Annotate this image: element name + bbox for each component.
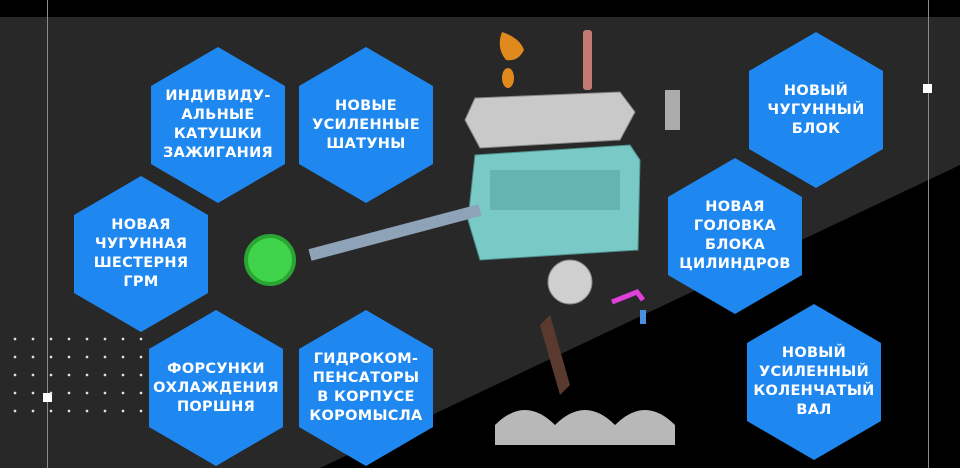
feature-label: НОВЫЙ ЧУГУННЫЙ БЛОК [767, 82, 865, 137]
feature-label: ИНДИВИДУ- АЛЬНЫЕ КАТУШКИ ЗАЖИГАНИЯ [162, 88, 273, 161]
cylinder-head [464, 91, 636, 149]
top-bar [0, 0, 960, 17]
frame-line-left [47, 0, 48, 468]
feature-label: НОВАЯ ГОЛОВКА БЛОКА ЦИЛИНДРОВ [679, 199, 791, 272]
feature-label: НОВАЯ ЧУГУННАЯ ШЕСТЕРНЯ ГРМ [93, 217, 189, 290]
head-bolt [583, 30, 592, 90]
piston [547, 259, 593, 305]
rocker-part [499, 32, 524, 61]
feature-label: ГИДРОКОМ- ПЕНСАТОРЫ В КОРПУСЕ КОРОМЫСЛА [309, 351, 423, 424]
feature-label: НОВЫЙ УСИЛЕННЫЙ КОЛЕНЧАТЫЙ ВАЛ [753, 345, 875, 418]
connecting-rod [540, 315, 570, 395]
feature-hex-connecting-rods: НОВЫЕ УСИЛЕННЫЕ ШАТУНЫ [299, 47, 433, 203]
frame-line-right [928, 0, 929, 468]
camshaft [308, 204, 482, 261]
engine-exploded-view [244, 30, 680, 445]
feature-label: НОВЫЕ УСИЛЕННЫЕ ШАТУНЫ [312, 97, 420, 152]
feature-label: ФОРСУНКИ ОХЛАЖДЕНИЯ ПОРШНЯ [153, 360, 279, 415]
crankshaft [495, 410, 675, 445]
dot-grid-decoration [6, 330, 146, 422]
frame-marker [923, 84, 932, 93]
timing-gear [244, 234, 296, 286]
feature-hex-hydraulic-lifters: ГИДРОКОМ- ПЕНСАТОРЫ В КОРПУСЕ КОРОМЫСЛА [299, 310, 433, 466]
oil-nozzle [611, 288, 645, 305]
